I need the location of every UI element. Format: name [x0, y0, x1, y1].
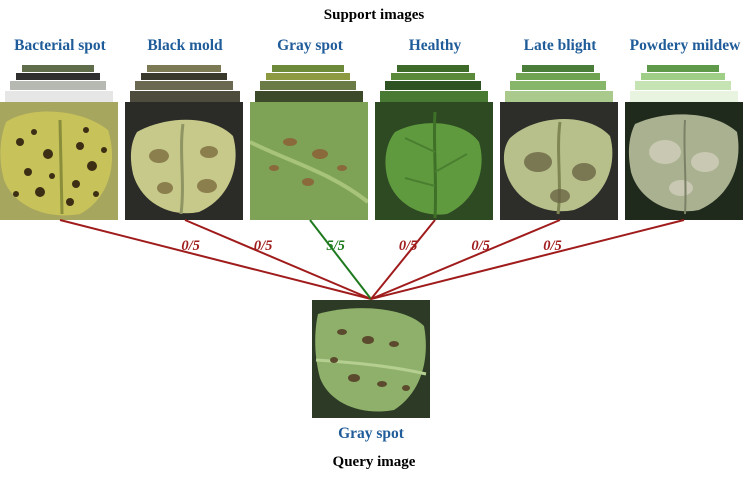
class-label-gray-spot: Gray spot [277, 37, 343, 54]
link-powdery-mildew [370, 219, 685, 300]
query-predicted-label: Gray spot [338, 425, 404, 442]
class-label-bacterial-spot: Bacterial spot [14, 37, 106, 54]
support-images-title: Support images [323, 7, 425, 23]
support-image-black-mold [125, 102, 243, 220]
class-label-powdery-mildew: Powdery mildew [629, 37, 741, 54]
support-image-powdery-mildew [625, 102, 743, 220]
score-gray-spot: 5/5 [326, 238, 345, 254]
query-image-caption: Query image [332, 454, 416, 470]
link-black-mold [184, 219, 372, 300]
score-healthy: 0/5 [399, 238, 418, 254]
score-powdery-mildew: 0/5 [543, 238, 562, 254]
support-image-bacterial-spot [0, 102, 118, 220]
link-bacterial-spot [59, 219, 372, 300]
support-image-gray-spot [250, 102, 368, 220]
class-label-late-blight: Late blight [523, 37, 597, 54]
score-bacterial-spot: 0/5 [181, 238, 200, 254]
support-image-late-blight [500, 102, 618, 220]
score-late-blight: 0/5 [471, 238, 490, 254]
query-image [312, 300, 430, 418]
support-image-healthy [375, 102, 493, 220]
link-late-blight [370, 219, 561, 300]
class-label-black-mold: Black mold [147, 37, 223, 54]
link-gray-spot [309, 219, 372, 300]
score-black-mold: 0/5 [254, 238, 273, 254]
link-healthy [370, 219, 436, 300]
class-label-healthy: Healthy [408, 37, 462, 54]
